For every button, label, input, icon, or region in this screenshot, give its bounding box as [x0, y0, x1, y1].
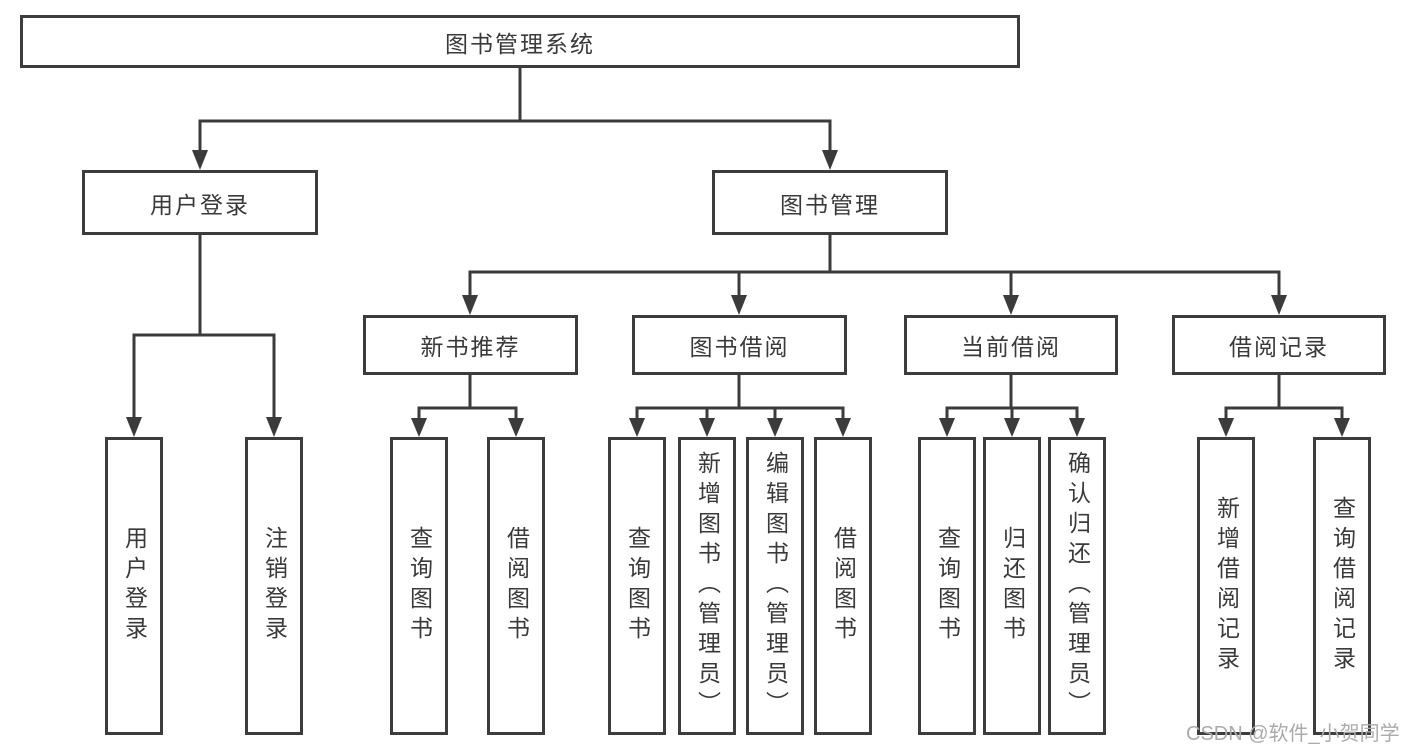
leaf-label: 注销登录 — [261, 526, 288, 646]
leaf-label: 查询图书 — [624, 526, 651, 646]
leaf-borrow-books-recommend: 借阅图书 — [487, 437, 545, 735]
leaf-label: 借阅图书 — [503, 526, 530, 646]
leaf-query-borrow-record: 查询借阅记录 — [1313, 437, 1371, 735]
leaf-query-books-borrow: 查询图书 — [608, 437, 666, 735]
leaf-add-book-admin: 新增图书（管理员） — [678, 437, 736, 735]
node-label: 当前借阅 — [961, 334, 1061, 360]
node-new-book-recommend: 新书推荐 — [363, 315, 578, 375]
leaf-label: 新增图书（管理员） — [694, 451, 721, 721]
node-label: 图书管理 — [780, 191, 880, 218]
leaf-label: 查询图书 — [406, 526, 433, 646]
node-book-management: 图书管理 — [712, 170, 948, 235]
leaf-label: 用户登录 — [121, 526, 148, 646]
node-label: 用户登录 — [150, 191, 250, 218]
node-label: 借阅记录 — [1229, 334, 1329, 360]
node-current-borrow: 当前借阅 — [904, 315, 1118, 375]
node-borrow-records: 借阅记录 — [1172, 315, 1386, 375]
leaf-label: 编辑图书（管理员） — [762, 451, 789, 721]
leaf-label: 新增借阅记录 — [1213, 496, 1240, 676]
leaf-return-book: 归还图书 — [983, 437, 1041, 735]
leaf-label: 借阅图书 — [830, 526, 857, 646]
leaf-query-books-current: 查询图书 — [918, 437, 976, 735]
leaf-label: 确认归还（管理员） — [1064, 451, 1091, 721]
watermark-text: CSDN @软件_小贺同学 — [1186, 723, 1400, 745]
leaf-query-books-recommend: 查询图书 — [390, 437, 448, 735]
leaf-confirm-return-admin: 确认归还（管理员） — [1048, 437, 1106, 735]
node-book-borrow: 图书借阅 — [632, 315, 847, 375]
leaf-label: 查询图书 — [934, 526, 961, 646]
leaf-user-login: 用户登录 — [105, 437, 163, 735]
node-label: 新书推荐 — [420, 334, 521, 360]
leaf-borrow-books: 借阅图书 — [814, 437, 872, 735]
leaf-label: 归还图书 — [999, 526, 1026, 646]
leaf-edit-book-admin: 编辑图书（管理员） — [746, 437, 804, 735]
node-library-system: 图书管理系统 — [20, 15, 1020, 68]
leaf-add-borrow-record: 新增借阅记录 — [1197, 437, 1255, 735]
node-user-login: 用户登录 — [82, 170, 318, 235]
leaf-logout: 注销登录 — [245, 437, 303, 735]
leaf-label: 查询借阅记录 — [1329, 496, 1356, 676]
node-label: 图书借阅 — [689, 334, 790, 360]
node-label: 图书管理系统 — [445, 30, 595, 57]
